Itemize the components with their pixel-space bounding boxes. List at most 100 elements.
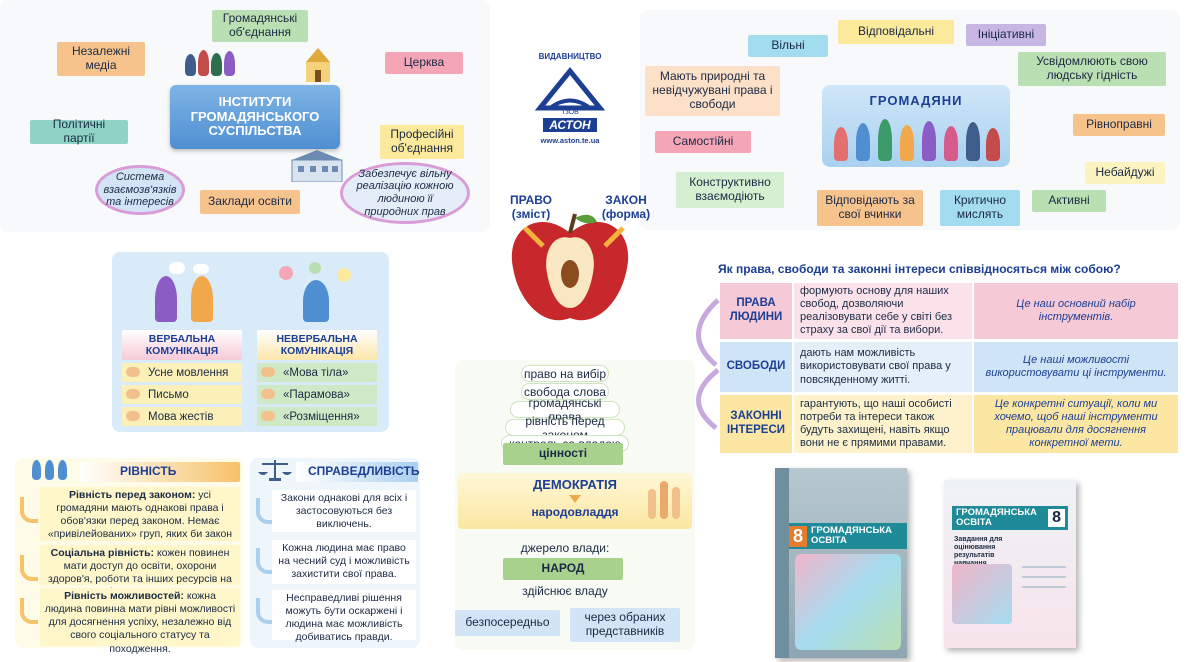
nonverbal-item: «Розміщення» (257, 407, 377, 426)
equality-item-heading: Соціальна рівність: (50, 547, 155, 559)
trait-independent: Самостійні (655, 131, 751, 153)
rights-metaphor: Це наш основний набір інструментів. (974, 283, 1178, 339)
trait-constructive: Конструктивно взаємодіють (676, 172, 784, 208)
workbook-cover[interactable]: ГРОМАДЯНСЬКА ОСВІТА 8 Завдання для оціню… (944, 480, 1076, 648)
verbal-item: Мова жестів (122, 407, 242, 426)
nonverbal-title: НЕВЕРБАЛЬНА КОМУНІКАЦІЯ (257, 330, 377, 360)
publisher-logo[interactable]: ВИДАВНИЦТВО ТзОВ АСТОН www.aston.te.ua (525, 52, 615, 152)
workbook-illustration (952, 564, 1012, 624)
node-independent-media: Незалежні медіа (57, 42, 145, 76)
trait-accountable: Відповідають за свої вчинки (817, 190, 923, 226)
equality-item: Рівність перед законом: усі громадяни ма… (40, 487, 240, 554)
democracy-value: громадянські права (510, 396, 620, 424)
statute-form-label: ЗАКОН (форма) (601, 193, 651, 222)
values-label: цінності (503, 443, 623, 465)
nonverbal-item: «Парамова» (257, 385, 377, 404)
hand-pointer-icon (261, 389, 275, 399)
justice-title: СПРАВЕДЛИВІСТЬ (296, 462, 420, 482)
source-of-power-label: джерело влади: (520, 541, 610, 555)
hand-pointer-icon (126, 367, 140, 377)
node-church: Церква (385, 52, 463, 74)
citizens-title: ГРОМАДЯНИ (869, 93, 963, 108)
raised-hands-icon (646, 479, 686, 523)
civil-society-center: ІНСТИТУТИ ГРОМАДЯНСЬКОГО СУСПІЛЬСТВА (170, 85, 340, 149)
nonverbal-person-icon (275, 262, 355, 324)
equality-item-text: усі громадяни мають однакові права і обо… (47, 489, 233, 554)
trait-responsible: Відповідальні (838, 20, 954, 44)
trait-free: Вільні (748, 35, 828, 57)
trait-not-indifferent: Небайдужі (1085, 162, 1165, 184)
node-trade-unions: Професійні об'єднання (380, 125, 464, 159)
book-logo-icon (535, 67, 605, 111)
publisher-url[interactable]: www.aston.te.ua (540, 136, 600, 145)
rights-term: ЗАКОННІ ІНТЕРЕСИ (720, 395, 792, 453)
node-political-parties: Політичні партії (30, 117, 128, 145)
equality-item: Рівність можливостей: кожна людина повин… (40, 588, 240, 655)
curved-arrow-icon (20, 497, 38, 523)
curved-arrow-icon (256, 548, 272, 574)
equality-item-heading: Рівність перед законом: (69, 489, 196, 501)
nonverbal-item: «Мова тіла» (257, 363, 377, 382)
citizens-figures-icon (830, 119, 1002, 161)
law-content-label: ПРАВО (зміст) (510, 193, 552, 222)
trait-natural-rights: Мають природні та невідчужувані права і … (645, 66, 780, 116)
verbal-people-icon (145, 262, 225, 324)
school-building-icon (290, 150, 344, 183)
hand-pointer-icon (126, 389, 140, 399)
textbook-title: ГРОМАДЯНСЬКА ОСВІТА (811, 525, 892, 546)
justice-item: Закони однакові для всіх і застосовуютьс… (272, 490, 416, 532)
workbook-subtitle: Завдання для оцінювання результатів навч… (954, 536, 1003, 567)
curved-arrow-icon (256, 498, 272, 524)
textbook-illustration (795, 554, 901, 650)
equality-title: РІВНІСТЬ (80, 462, 240, 482)
curved-arrow-icon (20, 555, 38, 581)
rights-description: гарантують, що наші особисті потреби та … (794, 395, 972, 453)
publisher-founded: ТзОВ (561, 109, 579, 116)
textbook-grade: 8 (789, 525, 808, 547)
hand-pointer-icon (126, 411, 140, 421)
rights-description: дають нам можливість використовувати сво… (794, 342, 972, 392)
representatives-box: через обраних представників (570, 608, 680, 642)
system-interests-oval: Система взаємозв'язків та інтересів (95, 165, 185, 215)
workbook-title: ГРОМАДЯНСЬКА ОСВІТА (956, 507, 1037, 528)
verbal-title: ВЕРБАЛЬНА КОМУНІКАЦІЯ (122, 330, 242, 360)
justice-item: Кожна людина має право на чесний суд і м… (272, 540, 416, 584)
rights-term: ПРАВА ЛЮДИНИ (720, 283, 792, 339)
rights-description: формують основу для наших свобод, дозвол… (794, 283, 972, 339)
people-label: НАРОД (503, 558, 623, 580)
democracy-subtitle: народовладдя (531, 505, 619, 519)
democracy-arrow-icon (569, 495, 581, 503)
trait-initiative: Ініціативні (966, 24, 1046, 46)
democracy-value: свобода слова (521, 383, 609, 400)
hand-pointer-icon (261, 367, 275, 377)
rights-metaphor: Це наші можливості використовувати ці ін… (974, 342, 1178, 392)
equality-item-text: кожна людина повинна мати рівні можливос… (44, 590, 236, 655)
publisher-label: ВИДАВНИЦТВО (538, 52, 602, 61)
democracy-title: ДЕМОКРАТІЯ (533, 477, 617, 492)
rights-question: Як права, свободи та законні інтереси сп… (718, 262, 1121, 276)
textbook-cover[interactable]: 8 ГРОМАДЯНСЬКА ОСВІТА (775, 468, 907, 658)
apple-icon (511, 213, 629, 321)
justice-item: Несправедливі рішення можуть бути оскарж… (272, 590, 416, 643)
equality-item: Соціальна рівність: кожен повинен мати д… (40, 545, 240, 598)
church-icon (300, 48, 336, 82)
rights-term: СВОБОДИ (720, 342, 792, 392)
democracy-banner: ДЕМОКРАТІЯ народовладдя (458, 473, 692, 529)
trait-equal: Рівноправні (1073, 114, 1165, 136)
verbal-item: Усне мовлення (122, 363, 242, 382)
direct-democracy-box: безпосередньо (455, 610, 560, 636)
curved-arrow-icon (20, 598, 38, 624)
democracy-value: право на вибір (521, 365, 609, 382)
node-public-associations: Громадянські об'єднання (212, 10, 308, 42)
workbook-grade: 8 (1048, 509, 1065, 527)
hand-pointer-icon (261, 411, 275, 421)
verbal-item: Письмо (122, 385, 242, 404)
exercises-power-label: здійснює владу (522, 584, 608, 598)
node-educational-institutions: Заклади освіти (200, 190, 300, 214)
rights-metaphor: Це конкретні ситуації, коли ми хочемо, щ… (974, 395, 1178, 453)
equality-item-heading: Рівність можливостей: (64, 590, 184, 602)
democracy-value: рівність перед законом (505, 414, 625, 442)
people-group-icon (185, 48, 245, 76)
scales-icon (258, 458, 292, 482)
guarantee-rights-oval: Забезпечує вільну реалізацію кожною люди… (340, 162, 470, 224)
